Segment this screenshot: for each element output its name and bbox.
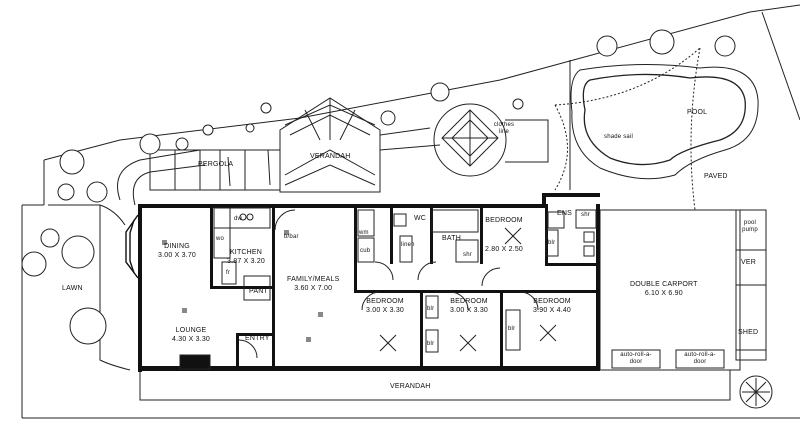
bedroom4-size: 2.80 x 2.50 <box>485 246 524 253</box>
robe-bed4-label: blr <box>548 240 556 246</box>
dishwasher-label: dw <box>234 216 243 222</box>
carport-size: 6.10 x 6.90 <box>644 290 683 297</box>
kitchen-label: KITCHEN 3.87 x 3.20 <box>227 248 265 266</box>
bedroom3-name: BEDROOM <box>533 298 571 305</box>
bedroom1-label: BEDROOM 3.00 x 3.30 <box>366 297 404 315</box>
bedroom3-size: 3.90 x 4.40 <box>533 307 572 314</box>
garage-door-1-label: auto-roll-a-door <box>620 352 652 365</box>
ens-label: ENS <box>557 210 572 217</box>
carport-label: DOUBLE CARPORT 6.10 x 6.90 <box>630 280 698 298</box>
fridge-label: fr <box>226 270 231 276</box>
pant-label: PANT <box>249 288 268 295</box>
internal-fixtures <box>179 207 597 370</box>
robe-bed3-label: blr <box>508 326 516 332</box>
clothes-line-label: clothes line <box>493 122 515 135</box>
ceiling-fans <box>162 227 557 352</box>
kitchen-name: KITCHEN <box>229 249 263 256</box>
verandah-top <box>279 97 381 193</box>
cupboard-label: cub <box>360 248 371 254</box>
lounge-size: 4.30 x 3.30 <box>172 336 211 343</box>
bedroom4-name: BEDROOM <box>485 217 523 224</box>
pool <box>554 47 759 211</box>
washing-machine-label: wm <box>359 230 369 236</box>
pergola-label: PERGOLA <box>198 161 234 168</box>
carport-name: DOUBLE CARPORT <box>630 281 698 288</box>
bedroom2-name: BEDROOM <box>450 298 488 305</box>
house-walls <box>138 193 600 372</box>
wall-oven-label: wo <box>216 236 225 242</box>
verandah-bottom-label: VERANDAH <box>390 383 431 390</box>
bedroom1-size: 3.00 x 3.30 <box>366 307 405 314</box>
garden-path <box>48 127 441 371</box>
verandah-top-label: VERANDAH <box>310 153 351 160</box>
verandah-bottom <box>139 369 731 401</box>
family-label: FAMILY/MEALS 3.60 x 7.00 <box>287 275 339 293</box>
dining-name: DINING <box>164 243 190 250</box>
bay-window <box>125 214 139 279</box>
pool-pump-label: pool pump <box>742 220 758 233</box>
bedroom3-label: BEDROOM 3.90 x 4.40 <box>533 297 571 315</box>
dining-label: DINING 3.00 x 3.70 <box>158 242 196 260</box>
breakfast-bar-label: b/bar <box>284 234 299 240</box>
bedroom2-label: BEDROOM 3.00 x 3.30 <box>450 297 488 315</box>
shade-sail-label: shade sail <box>604 134 634 140</box>
robe-bed1-label: blr <box>427 341 435 347</box>
robe-bed2a-label: blr <box>427 306 435 312</box>
bath-label: BATH <box>442 235 461 242</box>
bedroom2-size: 3.00 x 3.30 <box>450 307 489 314</box>
kitchen-size: 3.87 x 3.20 <box>227 258 266 265</box>
linen-label: linen <box>401 242 415 248</box>
door-swings <box>238 209 539 359</box>
pool-label: POOL <box>687 109 708 116</box>
paved-label: PAVED <box>704 173 728 180</box>
site-boundary <box>21 4 800 419</box>
lawn-label: LAWN <box>62 285 83 292</box>
entry-label: ENTRY <box>245 335 270 342</box>
ver-label: VER <box>741 259 756 266</box>
bedroom4-label: BEDROOM 2.80 x 2.50 <box>485 216 523 254</box>
shed-label: SHED <box>738 329 759 336</box>
ens-shower-label: shr <box>581 212 590 218</box>
wc-label: WC <box>414 215 427 222</box>
trees <box>21 29 773 409</box>
family-size: 3.60 x 7.00 <box>294 285 333 292</box>
dining-size: 3.00 x 3.70 <box>158 252 197 259</box>
family-name: FAMILY/MEALS <box>287 276 340 283</box>
clothes-line <box>433 103 549 177</box>
bath-shower-label: shr <box>463 252 472 258</box>
bedroom1-name: BEDROOM <box>366 298 404 305</box>
lounge-label: LOUNGE 4.30 x 3.30 <box>172 326 210 344</box>
garage-door-2-label: auto-roll-a-door <box>684 352 716 365</box>
lounge-name: LOUNGE <box>175 327 207 334</box>
